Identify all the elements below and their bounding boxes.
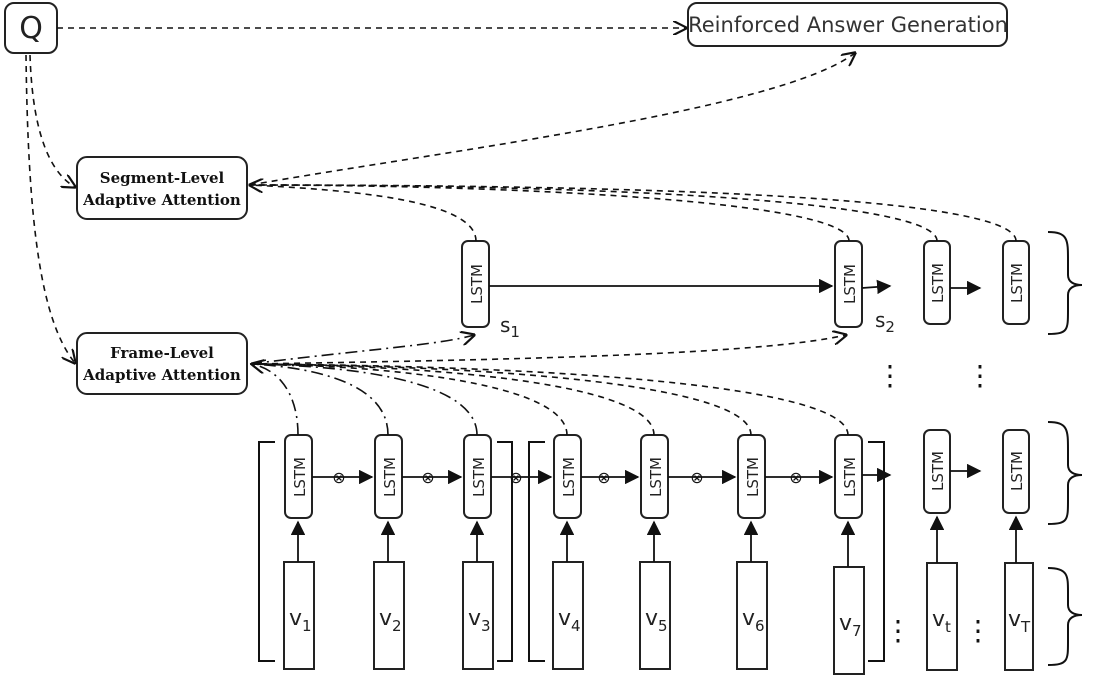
- frame-input-6: v6: [736, 561, 768, 670]
- frame-lstm-5: LSTM: [640, 434, 669, 519]
- frame-attention-line1: Frame-Level: [110, 344, 214, 362]
- svg-text:LSTM: LSTM: [470, 457, 488, 497]
- segment-group-bracket-left: [528, 441, 545, 662]
- query-to-segment-attention-arrow: [29, 54, 75, 187]
- gate-multiply-icon: ⊗: [421, 468, 434, 487]
- lstm-label: LSTM: [841, 264, 859, 304]
- svg-text:LSTM: LSTM: [1008, 451, 1026, 491]
- svg-text:LSTM: LSTM: [929, 451, 947, 491]
- segment-group-bracket-right: [497, 441, 513, 662]
- svg-text:v7: v7: [839, 611, 862, 640]
- svg-text:v5: v5: [645, 606, 668, 635]
- svg-text:LSTM: LSTM: [381, 457, 399, 497]
- curly-brace: [1047, 421, 1083, 525]
- segment-lstm-to-attention: [249, 184, 938, 242]
- frame-input-T: vT: [1004, 562, 1034, 671]
- gate-multiply-icon: ⊗: [332, 468, 345, 487]
- query-label: Q: [19, 11, 43, 46]
- frame-attention-to-segment-lstm-1: [249, 335, 474, 365]
- gate-multiply-icon: ⊗: [690, 468, 703, 487]
- segment-lstm-to-attention: [249, 184, 1017, 242]
- frame-lstm-4: LSTM: [553, 434, 582, 519]
- segment-attention-line1: Segment-Level: [100, 169, 225, 187]
- segment-lstm-to-attention: [250, 185, 477, 242]
- ellipsis-vertical: ⋮: [966, 359, 994, 392]
- frame-lstm-to-attention: [251, 363, 568, 436]
- frame-lstm-to-attention: [251, 363, 389, 436]
- segment-lstm-T: LSTM: [1002, 240, 1030, 325]
- segment-attention-box: Segment-Level Adaptive Attention: [76, 156, 248, 220]
- frame-input-4: v4: [552, 561, 584, 670]
- segment-lstm-2: LSTM: [834, 240, 863, 328]
- svg-text:v1: v1: [289, 606, 312, 635]
- ellipsis-vertical: ⋮: [884, 614, 912, 647]
- query-to-frame-attention-arrow: [25, 54, 75, 363]
- frame-lstm-to-attention: [251, 363, 752, 436]
- frame-input-7: v7: [833, 566, 865, 675]
- svg-text:v4: v4: [558, 606, 581, 635]
- frame-lstm-3: LSTM: [463, 434, 492, 519]
- frame-attention-line2: Adaptive Attention: [82, 366, 241, 384]
- curly-brace: [1047, 567, 1083, 666]
- frame-lstm-to-attention: [251, 363, 849, 436]
- frame-lstm-6: LSTM: [737, 434, 766, 519]
- gate-multiply-icon: ⊗: [597, 468, 610, 487]
- segment-lstm-to-attention: [249, 184, 850, 242]
- lstm-label: LSTM: [468, 264, 486, 304]
- svg-text:LSTM: LSTM: [841, 457, 859, 497]
- frame-input-1: v1: [283, 561, 315, 670]
- svg-text:LSTM: LSTM: [560, 457, 578, 497]
- answer-generation-label: Reinforced Answer Generation: [688, 13, 1008, 37]
- answer-generation-box: Reinforced Answer Generation: [687, 2, 1008, 47]
- segment-attention-to-answer-arrow: [249, 53, 855, 186]
- frame-lstm-to-attention: [251, 363, 655, 436]
- ellipsis-vertical: ⋮: [964, 614, 992, 647]
- segment-group-bracket-right: [868, 441, 885, 662]
- frame-input-3: v3: [462, 561, 494, 670]
- frame-attention-to-segment-lstm-2: [249, 335, 846, 365]
- frame-lstm-to-attention: [252, 364, 299, 436]
- segment-state-1: s1: [500, 313, 520, 341]
- svg-text:LSTM: LSTM: [647, 457, 665, 497]
- query-node: Q: [4, 2, 58, 54]
- frame-input-5: v5: [639, 561, 671, 670]
- gate-multiply-icon: ⊗: [789, 468, 802, 487]
- frame-lstm-T: LSTM: [1002, 429, 1030, 514]
- segment-lstm-1: LSTM: [461, 240, 490, 328]
- segment-group-bracket-left: [258, 441, 275, 662]
- frame-attention-box: Frame-Level Adaptive Attention: [76, 332, 248, 395]
- ellipsis-vertical: ⋮: [876, 359, 904, 392]
- segment-attention-line2: Adaptive Attention: [82, 191, 241, 209]
- segment-lstm-t: LSTM: [923, 240, 951, 325]
- svg-text:vt: vt: [932, 607, 951, 636]
- lstm-label: LSTM: [929, 263, 947, 303]
- frame-lstm-2: LSTM: [374, 434, 403, 519]
- svg-text:vT: vT: [1008, 607, 1031, 636]
- segment-recurrent-arrow: [861, 279, 892, 295]
- frame-lstm-1: LSTM: [284, 434, 313, 519]
- svg-text:v2: v2: [379, 606, 402, 635]
- svg-text:LSTM: LSTM: [744, 457, 762, 497]
- frame-lstm-t: LSTM: [923, 429, 951, 514]
- svg-text:v3: v3: [468, 606, 491, 635]
- lstm-label: LSTM: [1008, 263, 1026, 303]
- frame-lstm-7: LSTM: [834, 434, 863, 519]
- frame-input-2: v2: [373, 561, 405, 670]
- svg-text:LSTM: LSTM: [291, 457, 309, 497]
- curly-brace: [1047, 231, 1083, 335]
- frame-input-t: vt: [926, 562, 958, 671]
- svg-text:v6: v6: [742, 606, 765, 635]
- segment-state-2: s2: [875, 308, 895, 336]
- frame-lstm-to-attention: [251, 363, 478, 436]
